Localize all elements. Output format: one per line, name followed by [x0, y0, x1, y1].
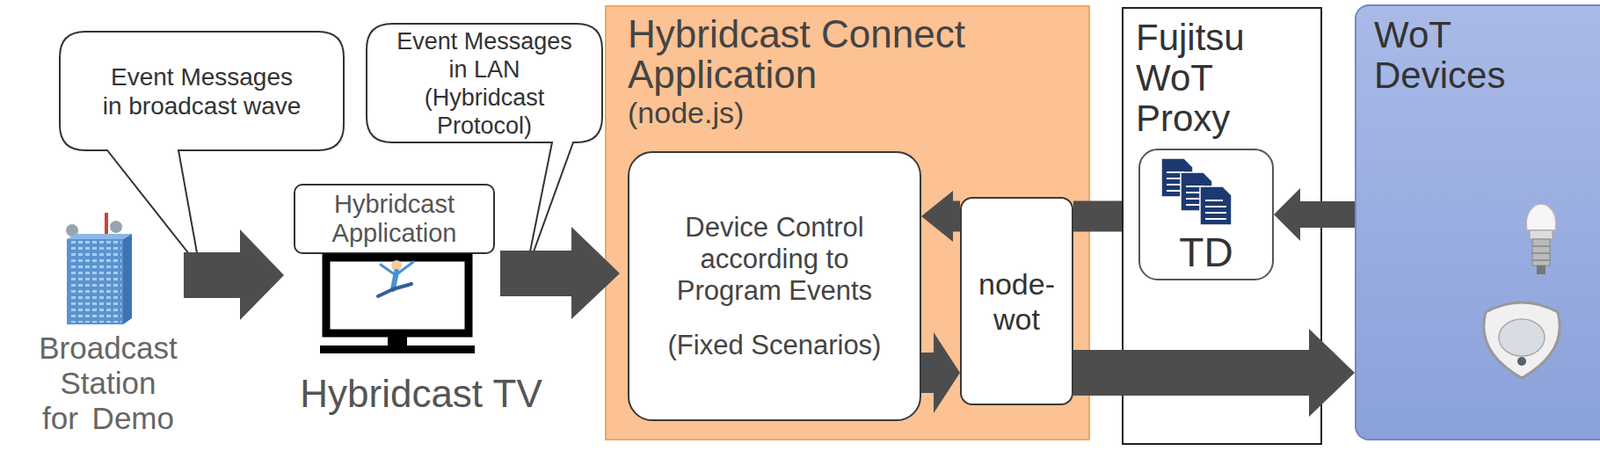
- flow-arrow: [183, 229, 284, 320]
- node-text: Hybridcast Connect Application: [627, 14, 1068, 95]
- node-text: WoT Devices: [1374, 14, 1542, 96]
- node-text: TD: [1178, 229, 1233, 276]
- tv-screen: [326, 257, 469, 334]
- module-box: node-wot: [960, 196, 1074, 406]
- node-text: Event Messages in LAN (Hybridcast Protoc…: [391, 27, 578, 140]
- td-box: TD: [1138, 148, 1274, 281]
- antenna-dish: [65, 224, 79, 237]
- proxy-box: Fujitsu WoT ProxyTD: [1121, 7, 1323, 445]
- node-text: Event Messages in broadcast wave: [100, 62, 304, 121]
- building-roof: [66, 233, 132, 240]
- process-box: Device Control according to Program Even…: [627, 151, 922, 422]
- antenna-mast: [104, 212, 109, 240]
- tv-label: Hybridcast TV: [289, 372, 553, 415]
- antenna-dish: [109, 220, 123, 233]
- callout-bubble: Event Messages in LAN (Hybridcast Protoc…: [365, 22, 604, 144]
- callout-outline: [58, 30, 345, 152]
- tv-stand: [387, 336, 408, 348]
- dancer-legs: [378, 283, 412, 297]
- node-text: (Fixed Scenarios): [668, 329, 882, 362]
- tv-base: [320, 345, 475, 354]
- station-label: Broadcast Station for Demo: [36, 330, 180, 437]
- dancer-head: [391, 260, 402, 271]
- node-text: Fujitsu WoT Proxy: [1135, 17, 1303, 139]
- callout-bubble: Event Messages in broadcast wave: [58, 30, 345, 152]
- building-body: [66, 239, 124, 325]
- node-text: Hybridcast Application: [306, 189, 483, 248]
- application-region: Hybridcast Connect Application(node.js) D…: [604, 5, 1091, 441]
- building-side: [123, 233, 132, 325]
- app-box: Hybridcast Application: [293, 183, 495, 255]
- dancer-body: [392, 271, 397, 290]
- node-text: (node.js): [627, 94, 1068, 131]
- device-region: WoT Devices: [1354, 4, 1600, 441]
- node-text: Device Control according to Program Even…: [672, 211, 877, 307]
- building-windows: [68, 240, 122, 323]
- dancer-arms: [380, 261, 414, 276]
- node-text: node-wot: [968, 266, 1066, 337]
- flow-arrow: [500, 226, 620, 320]
